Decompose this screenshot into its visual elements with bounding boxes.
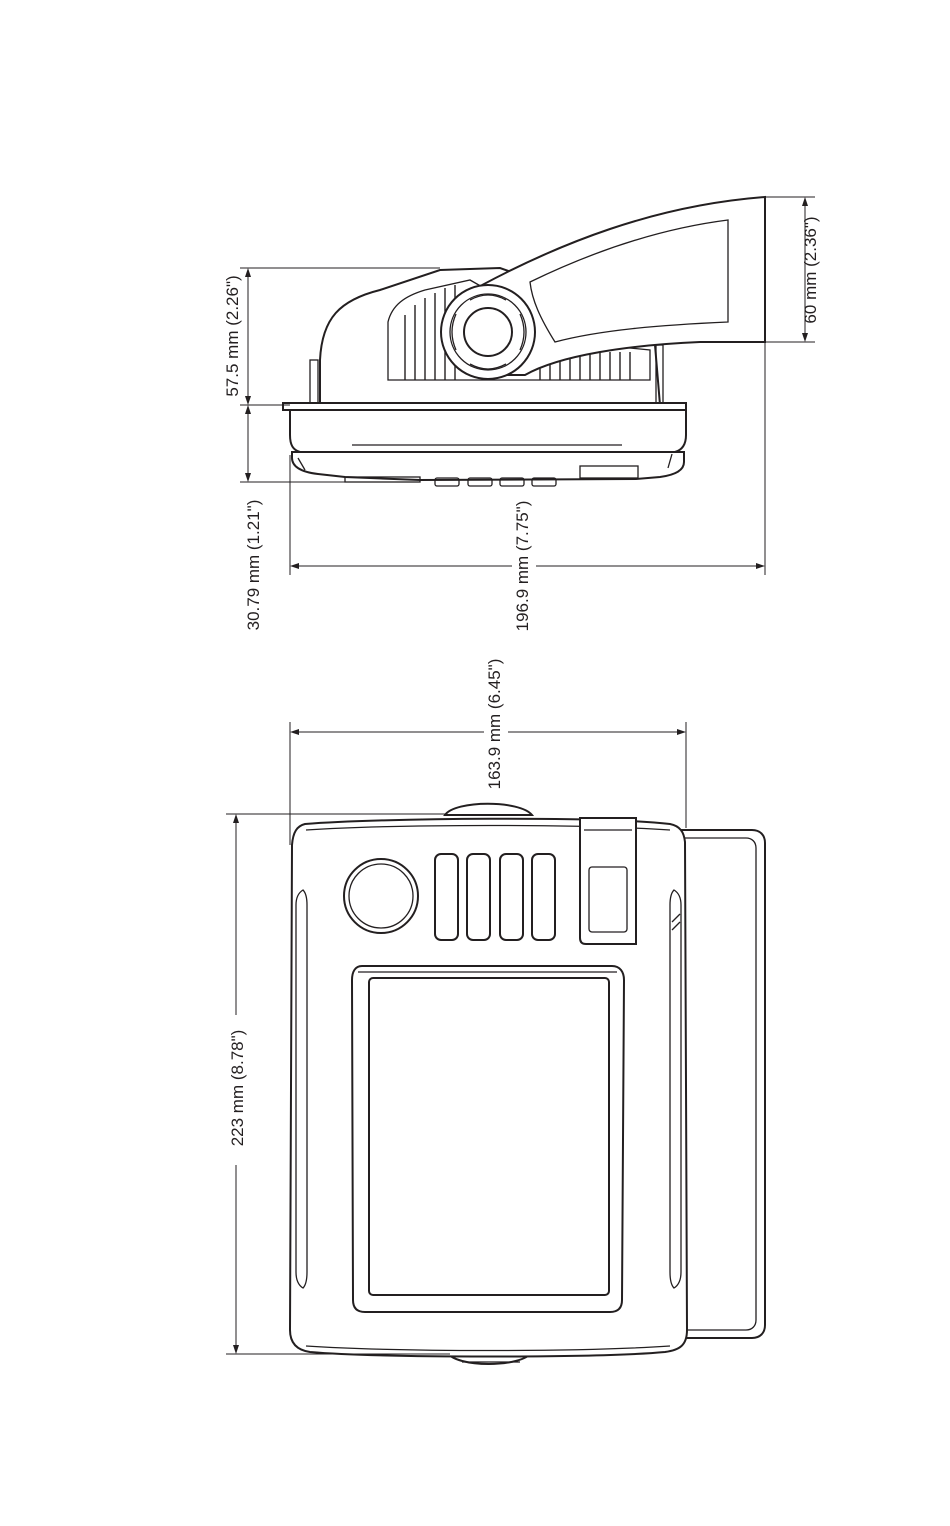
top-view: 60 mm (2.36") 57.5 mm (2.26") 30.79 mm (… [223,197,820,642]
soft-key-2 [467,854,490,940]
rotary-knob [344,859,418,933]
soft-key-4 [532,854,555,940]
soft-key-3 [500,854,523,940]
display-screen [369,978,609,1295]
mounting-flange [283,403,686,410]
dim-label-bracket-height: 60 mm (2.36") [801,216,820,323]
soft-key-1 [435,854,458,940]
front-bezel-profile [290,410,686,452]
dim-label-front-depth: 30.79 mm (1.21") [244,500,263,631]
rear-post-left [310,360,318,405]
bracket-knob [441,285,535,379]
dim-label-front-width: 163.9 mm (6.45") [485,659,504,790]
top-knob [445,804,532,815]
dim-label-rear-depth: 57.5 mm (2.26") [223,275,242,396]
dim-label-front-height: 223 mm (8.78") [228,1030,247,1147]
dim-label-overall-width: 196.9 mm (7.75") [513,501,532,632]
front-view: 163.9 mm (6.45") 223 mm (8.78") [226,652,765,1364]
